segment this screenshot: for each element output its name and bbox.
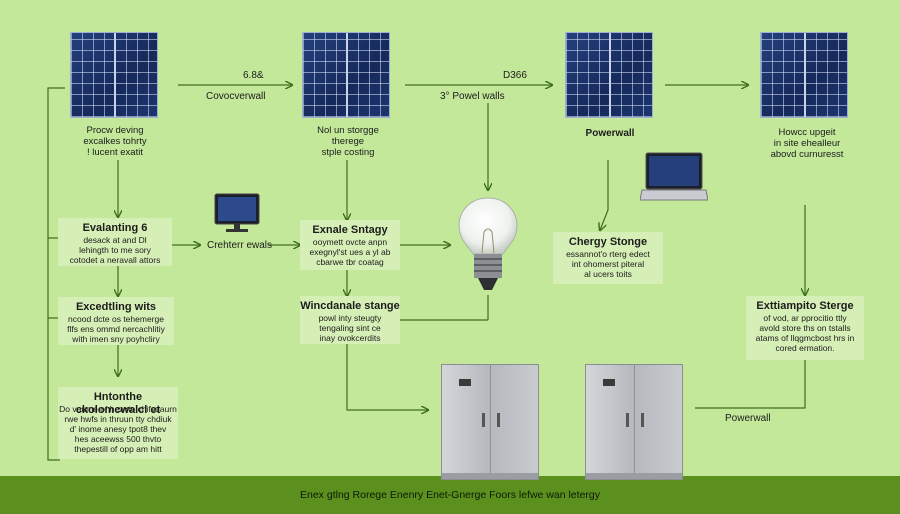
info-box-body: of vod, ar pprocitio ttly avold store th… (755, 313, 855, 353)
solar-panel-1 (70, 32, 158, 118)
creter-label: Crehterr ewals (207, 240, 273, 251)
panel-caption-4: Howcc upgeit in site ehealleur abovd cur… (770, 127, 844, 160)
value-label-mid: D366 (503, 70, 527, 81)
powerwall-label-lower: Powerwall (725, 413, 771, 424)
solar-panel-4 (760, 32, 848, 118)
info-box-title: Wincdanale stange (300, 300, 400, 312)
info-box-body: essannot'o rterg edect int ohomerst pite… (566, 249, 650, 279)
battery-cabinet-1 (441, 364, 539, 480)
info-box-title: Exnale Sntagy (312, 224, 388, 236)
cabinet-handle (497, 413, 500, 427)
cabinet-display (459, 379, 471, 386)
cabinet-seam (634, 365, 635, 479)
cabinet-base (442, 473, 538, 479)
cabinet-handle (626, 413, 629, 427)
info-box-wind: Wincdanale stange powl inty steugty teng… (300, 296, 400, 344)
info-box-extended-storage: Exttiampito Sterge of vod, ar pprocitio … (746, 296, 864, 360)
powel-label: 3° Powel walls (440, 91, 505, 102)
cabinet-base (586, 473, 682, 479)
info-box-exnale: Exnale Sntagy ooymett ovcte anpn exegnyl… (300, 220, 400, 270)
light-bulb-icon (458, 197, 518, 290)
covo-label: Covocverwall (206, 91, 266, 102)
ground-strip (0, 476, 900, 514)
info-box-body: Do vaume of hewrto chifcuaurn rwe hwfs i… (59, 404, 177, 454)
info-box-body: ooymett ovcte anpn exegnyl'st ues a yl a… (309, 237, 391, 267)
info-box-battery: Hntonthe ckolomcwalcl et Do vaume of hew… (58, 387, 178, 459)
cabinet-handle (482, 413, 485, 427)
solar-panel-2 (302, 32, 390, 118)
cabinet-display (603, 379, 615, 386)
info-box-evaluating: Evalanting 6 desack at and Dl lehingth t… (58, 218, 172, 266)
info-box-body: ncood dcte os tehemerge flfs ens ommd ne… (67, 314, 165, 344)
laptop-icon (640, 152, 708, 201)
panel-caption-2: Nol un storgge therege stple costing (317, 125, 379, 158)
info-box-exceeding: Excedtling wits ncood dcte os tehemerge … (58, 297, 174, 345)
cabinet-handle (641, 413, 644, 427)
info-box-title: Excedtling wits (75, 301, 157, 313)
cabinet-seam (490, 365, 491, 479)
value-label-left: 6.8& (243, 70, 264, 81)
footer-caption: Enex gtlng Rorege Enenry Enet-Gnerge Foo… (300, 489, 600, 501)
info-box-body: desack at and Dl lehingth to me sory cot… (69, 235, 161, 265)
panel-caption-1: Procw deving excalkes tohrty ! lucent ex… (83, 125, 147, 158)
info-box-title: Hntonthe ckolomcwalcl et (75, 391, 161, 416)
info-box-title: Exttiampito Sterge (756, 300, 854, 312)
battery-cabinet-2 (585, 364, 683, 480)
info-box-body: powl inty steugty tengaling sint ce inay… (318, 313, 382, 343)
info-box-title: Evalanting 6 (82, 222, 148, 234)
monitor-icon (214, 193, 260, 232)
info-box-energy-storage: Chergy Stonge essannot'o rterg edect int… (553, 232, 663, 284)
solar-panel-3 (565, 32, 653, 118)
info-box-title: Chergy Stonge (568, 236, 648, 248)
panel-caption-3: Powerwall (585, 128, 635, 139)
